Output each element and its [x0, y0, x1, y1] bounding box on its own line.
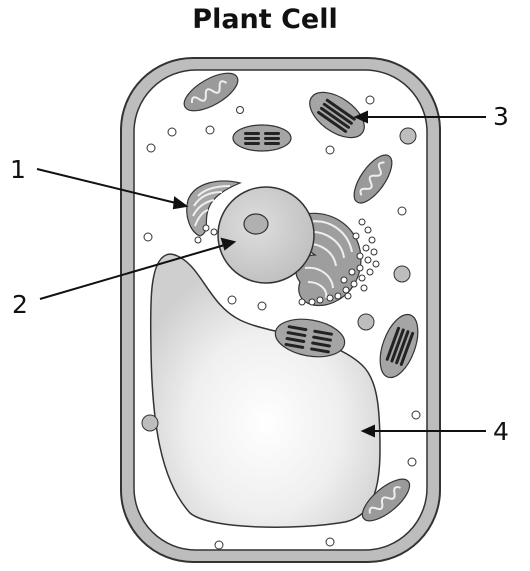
label-3: 3 — [493, 102, 509, 131]
chloroplast — [233, 125, 291, 151]
nucleolus — [244, 214, 268, 234]
label-2: 2 — [12, 290, 28, 319]
nucleus — [218, 187, 314, 283]
label-1: 1 — [10, 155, 26, 184]
label-4: 4 — [493, 417, 509, 446]
